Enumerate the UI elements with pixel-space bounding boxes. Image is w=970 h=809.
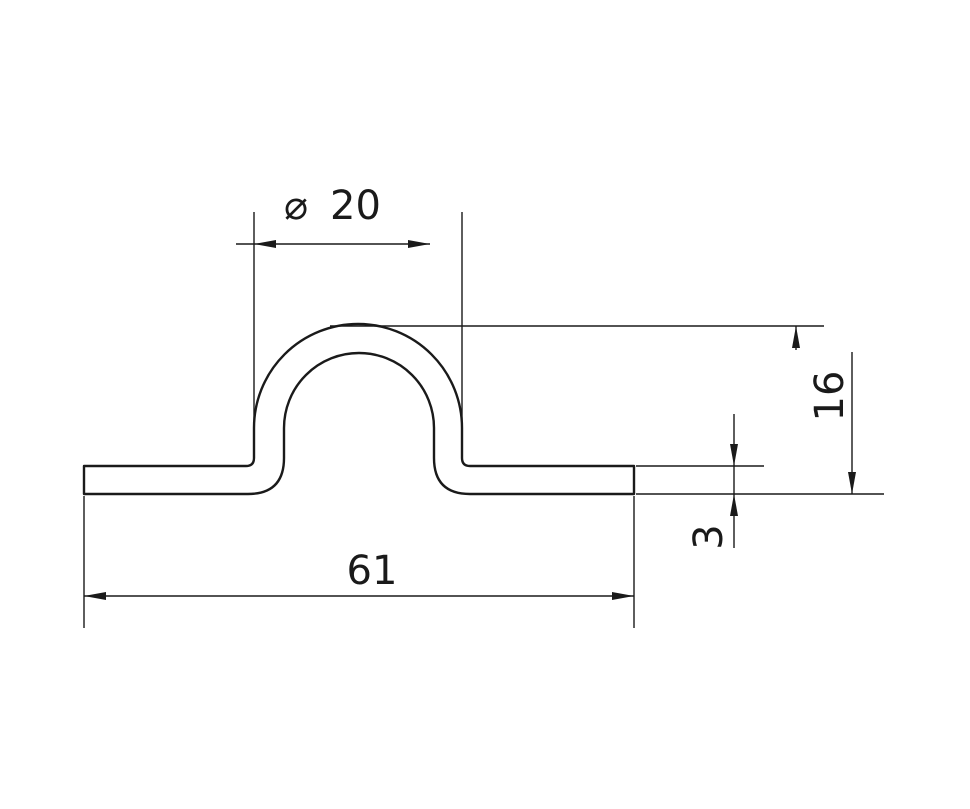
diameter-value: 20 bbox=[330, 183, 381, 229]
height-value: 16 bbox=[807, 371, 853, 422]
bracket-outline bbox=[82, 322, 636, 496]
diameter-symbol: ⌀ bbox=[284, 183, 308, 229]
diameter-arrowhead-right bbox=[408, 240, 430, 248]
height-arrowhead-bottom bbox=[848, 472, 856, 494]
diameter-arrowhead-left bbox=[254, 240, 276, 248]
length-dimension: 61 bbox=[83, 496, 635, 628]
height-arrowhead-top bbox=[792, 326, 800, 348]
height-dimension: 16 bbox=[330, 325, 884, 495]
length-arrowhead-left bbox=[84, 592, 106, 600]
diameter-dimension: ⌀ 20 bbox=[236, 183, 463, 430]
thickness-value: 3 bbox=[686, 524, 732, 549]
length-value: 61 bbox=[347, 548, 398, 594]
thickness-dimension: 3 bbox=[636, 414, 764, 550]
bracket-profile bbox=[82, 322, 636, 496]
length-arrowhead-right bbox=[612, 592, 634, 600]
thickness-arrowhead-top bbox=[730, 444, 738, 466]
thickness-arrowhead-bottom bbox=[730, 494, 738, 516]
